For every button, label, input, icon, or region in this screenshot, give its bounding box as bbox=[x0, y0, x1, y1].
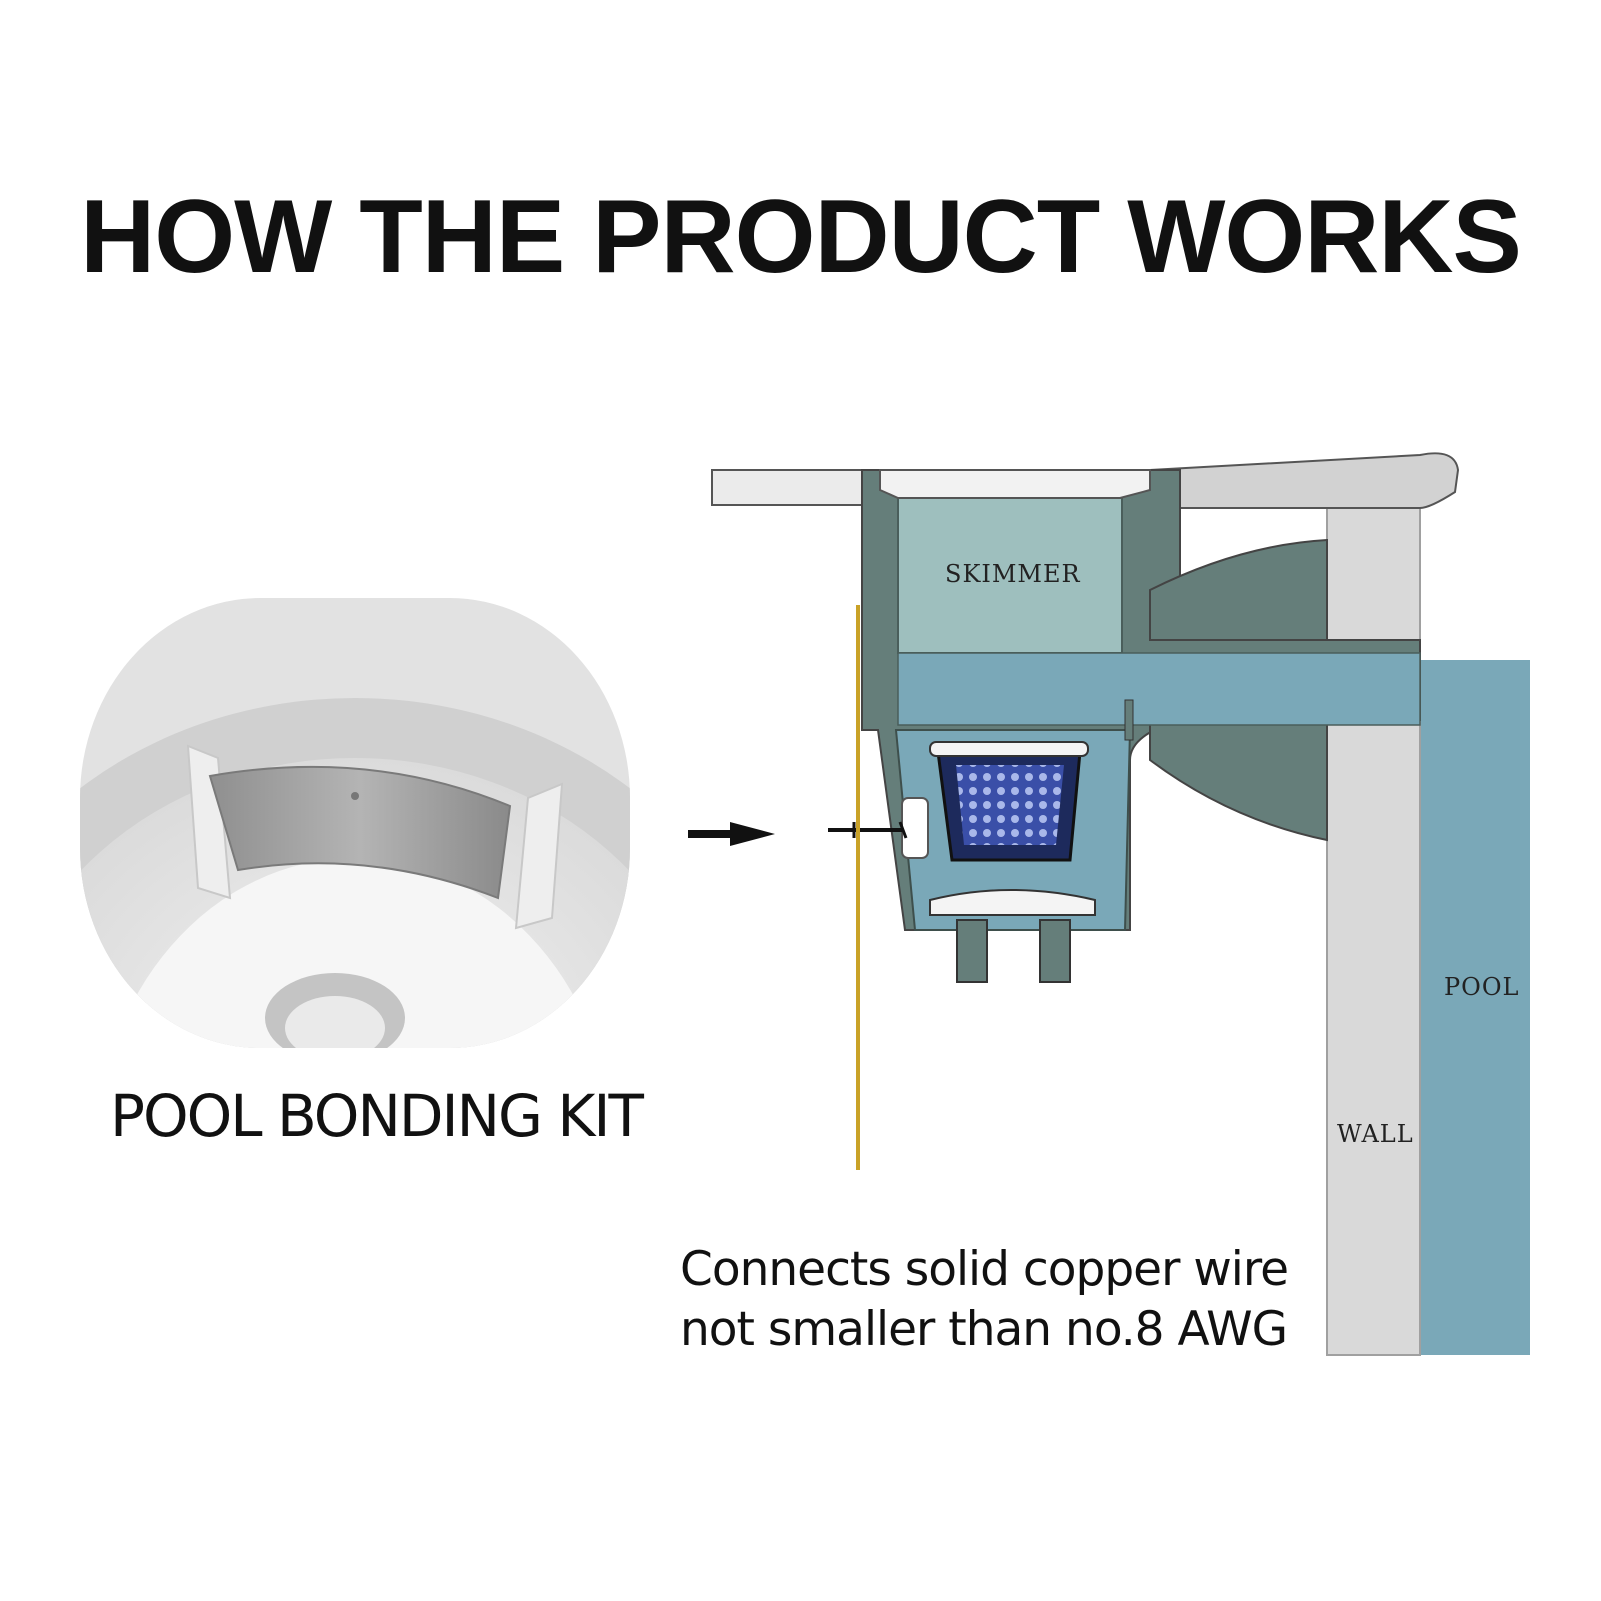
pool-water bbox=[1420, 660, 1530, 1355]
skimmer-flange bbox=[1149, 538, 1328, 641]
skimmer-lid bbox=[879, 469, 1151, 499]
kit-label: POOL BONDING KIT bbox=[110, 1082, 644, 1150]
page-title: HOW THE PRODUCT WORKS bbox=[80, 179, 1522, 295]
pool-coping bbox=[1149, 452, 1460, 509]
caption-line-2: not smaller than no.8 AWG bbox=[680, 1302, 1288, 1357]
bonding-bracket bbox=[901, 797, 929, 859]
skimmer-throat-water bbox=[897, 652, 1421, 726]
bonding-kit-photo bbox=[80, 598, 630, 1048]
basket-mesh bbox=[956, 765, 1064, 845]
pipe-leg-left bbox=[956, 919, 988, 983]
wall-label: WALL bbox=[1337, 1120, 1414, 1148]
caption-line-1: Connects solid copper wire bbox=[680, 1242, 1289, 1297]
skimmer-label: SKIMMER bbox=[945, 560, 1081, 588]
pipe-leg-right bbox=[1039, 919, 1071, 983]
pointer-arrow bbox=[688, 822, 775, 846]
skimmer-chamber bbox=[897, 497, 1123, 654]
wire-caption: Connects solid copper wire not smaller t… bbox=[680, 1240, 1289, 1360]
pool-label: POOL bbox=[1444, 973, 1519, 1001]
pool-wall bbox=[1326, 499, 1421, 1356]
